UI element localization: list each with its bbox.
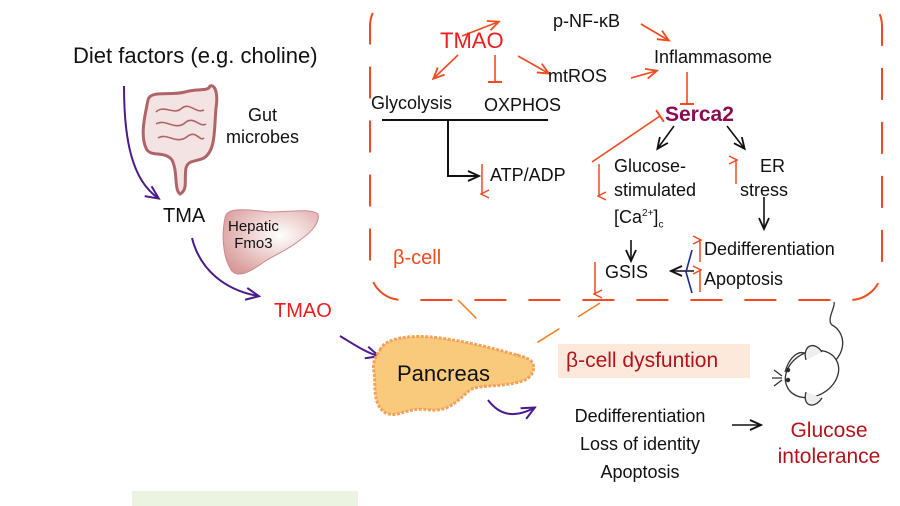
- beta-cell-boundary: [369, 0, 883, 301]
- liver-label-line1: Hepatic: [228, 218, 279, 235]
- inflammasome-label: Inflammasome: [654, 47, 773, 67]
- liver-icon: [222, 209, 319, 275]
- effect-dedifferentiation: Dedifferentiation: [574, 406, 706, 426]
- gut-label-line2: microbes: [226, 127, 300, 147]
- effects-list: Dedifferentiation Loss of identity Apopt…: [550, 402, 730, 486]
- glucose-line1: Glucose-: [614, 156, 687, 176]
- result-line2: intolerance: [777, 445, 881, 468]
- glucose-line2: stimulated: [614, 180, 697, 200]
- mouse-icon: [772, 301, 844, 406]
- gut-microbes-label: Gut microbes: [226, 104, 299, 148]
- gut-icon: [141, 84, 219, 196]
- er-line2: stress: [740, 180, 789, 200]
- serca2-label: Serca2: [665, 103, 734, 126]
- er-line1: ER: [760, 156, 786, 176]
- mtros-label: mtROS: [548, 66, 608, 86]
- tmao-cell-label: TMAO: [440, 28, 504, 53]
- effect-apoptosis: Apoptosis: [600, 462, 680, 482]
- atp-adp-label: ATP/ADP: [490, 165, 566, 185]
- result-line1: Glucose: [790, 419, 868, 442]
- tmao-systemic-label: TMAO: [274, 300, 332, 322]
- oxphos-label: OXPHOS: [484, 95, 562, 115]
- beta-cell-dysfunction-label: β-cell dysfuntion: [566, 349, 719, 372]
- ca-concentration: [Ca2+]c: [614, 207, 664, 231]
- pancreas-label: Pancreas: [397, 361, 490, 386]
- pnfkb-label: p-NF-κB: [553, 11, 620, 31]
- effect-loss-of-identity: Loss of identity: [579, 434, 701, 454]
- gut-label-line1: Gut: [248, 105, 278, 125]
- dedifferentiation-cell-label: Dedifferentiation: [704, 239, 835, 259]
- diet-factors-label: Diet factors (e.g. choline): [73, 43, 318, 68]
- hepatic-fmo3-label: Hepatic Fmo3: [228, 218, 279, 252]
- er-stress-label: ER stress: [740, 154, 788, 202]
- tma-label: TMA: [163, 205, 206, 227]
- beta-cell-label: β-cell: [393, 247, 442, 269]
- glycolysis-label: Glycolysis: [371, 93, 453, 113]
- gsis-label: GSIS: [605, 262, 649, 282]
- pancreas-icon: [372, 335, 536, 416]
- glucose-intolerance-label: Glucose intolerance: [764, 418, 894, 470]
- liver-label-line2: Fmo3: [234, 235, 273, 252]
- apoptosis-cell-label: Apoptosis: [704, 269, 784, 289]
- glucose-stimulated-ca-label: Glucose- stimulated [Ca2+]c: [614, 154, 696, 238]
